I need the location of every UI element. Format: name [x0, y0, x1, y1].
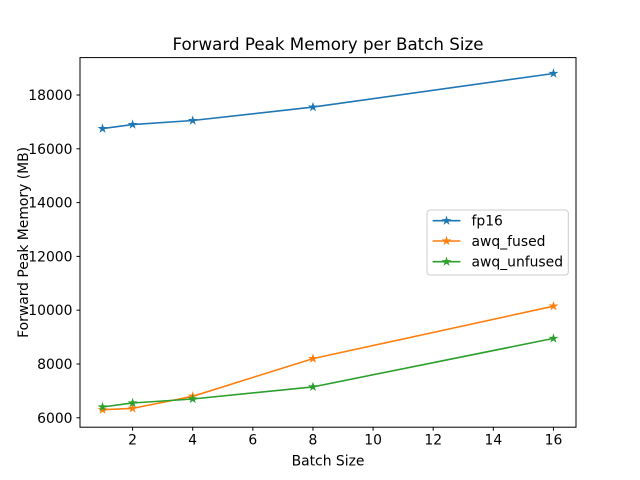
legend-box: [426, 209, 569, 276]
series-marker-fp16: [127, 119, 138, 129]
legend-marker-fp16: [441, 215, 452, 225]
x-tick-label: 14: [484, 433, 502, 449]
series-marker-awq_fused: [97, 404, 108, 414]
y-tick-label: 6000: [37, 411, 72, 427]
series-marker-awq_unfused: [308, 381, 318, 392]
x-tick-label: 4: [188, 433, 197, 449]
x-tick-label: 16: [545, 433, 563, 449]
axes-frame: [79, 57, 577, 428]
x-tick-label: 6: [248, 433, 257, 449]
y-axis-label: Forward Peak Memory (MB): [16, 147, 32, 338]
y-tick-label: 18000: [28, 88, 72, 104]
x-tick-label: 10: [364, 433, 382, 449]
legend-label-awq_fused: awq_fused: [472, 234, 546, 250]
chart-title: Forward Peak Memory per Batch Size: [172, 34, 483, 54]
series-line-awq_fused: [101, 305, 555, 411]
legend: fp16 awq_fused awq_unfused: [426, 209, 569, 276]
y-tick-label: 14000: [28, 196, 72, 212]
y-tick-label: 8000: [37, 357, 72, 373]
x-axis-label: Batch Size: [292, 454, 365, 470]
y-tick-label: 16000: [28, 142, 72, 158]
series-marker-awq_unfused: [97, 401, 108, 412]
series-marker-awq_unfused: [187, 393, 198, 404]
series-marker-fp16: [548, 68, 559, 78]
legend-label-awq_unfused: awq_unfused: [472, 255, 564, 271]
series-line-fp16: [101, 72, 555, 130]
series-marker-awq_fused: [308, 353, 318, 363]
y-tick-label: 10000: [28, 303, 72, 319]
series-marker-awq_fused: [548, 300, 559, 311]
legend-label-fp16: fp16: [472, 214, 503, 230]
y-tick-label: 12000: [28, 249, 72, 265]
series-marker-awq_unfused: [548, 333, 559, 343]
series-line-awq_unfused: [101, 337, 555, 408]
x-tick-label: 8: [309, 433, 318, 449]
legend-marker-awq_unfused: [441, 256, 452, 266]
series-marker-fp16: [187, 115, 198, 125]
x-tick-label: 2: [128, 433, 137, 449]
series-marker-fp16: [308, 101, 318, 112]
series-marker-awq_fused: [127, 403, 138, 413]
series-marker-fp16: [97, 123, 108, 133]
legend-marker-awq_fused: [441, 235, 452, 246]
series-marker-awq_unfused: [127, 397, 138, 408]
x-tick-label: 12: [424, 433, 442, 449]
